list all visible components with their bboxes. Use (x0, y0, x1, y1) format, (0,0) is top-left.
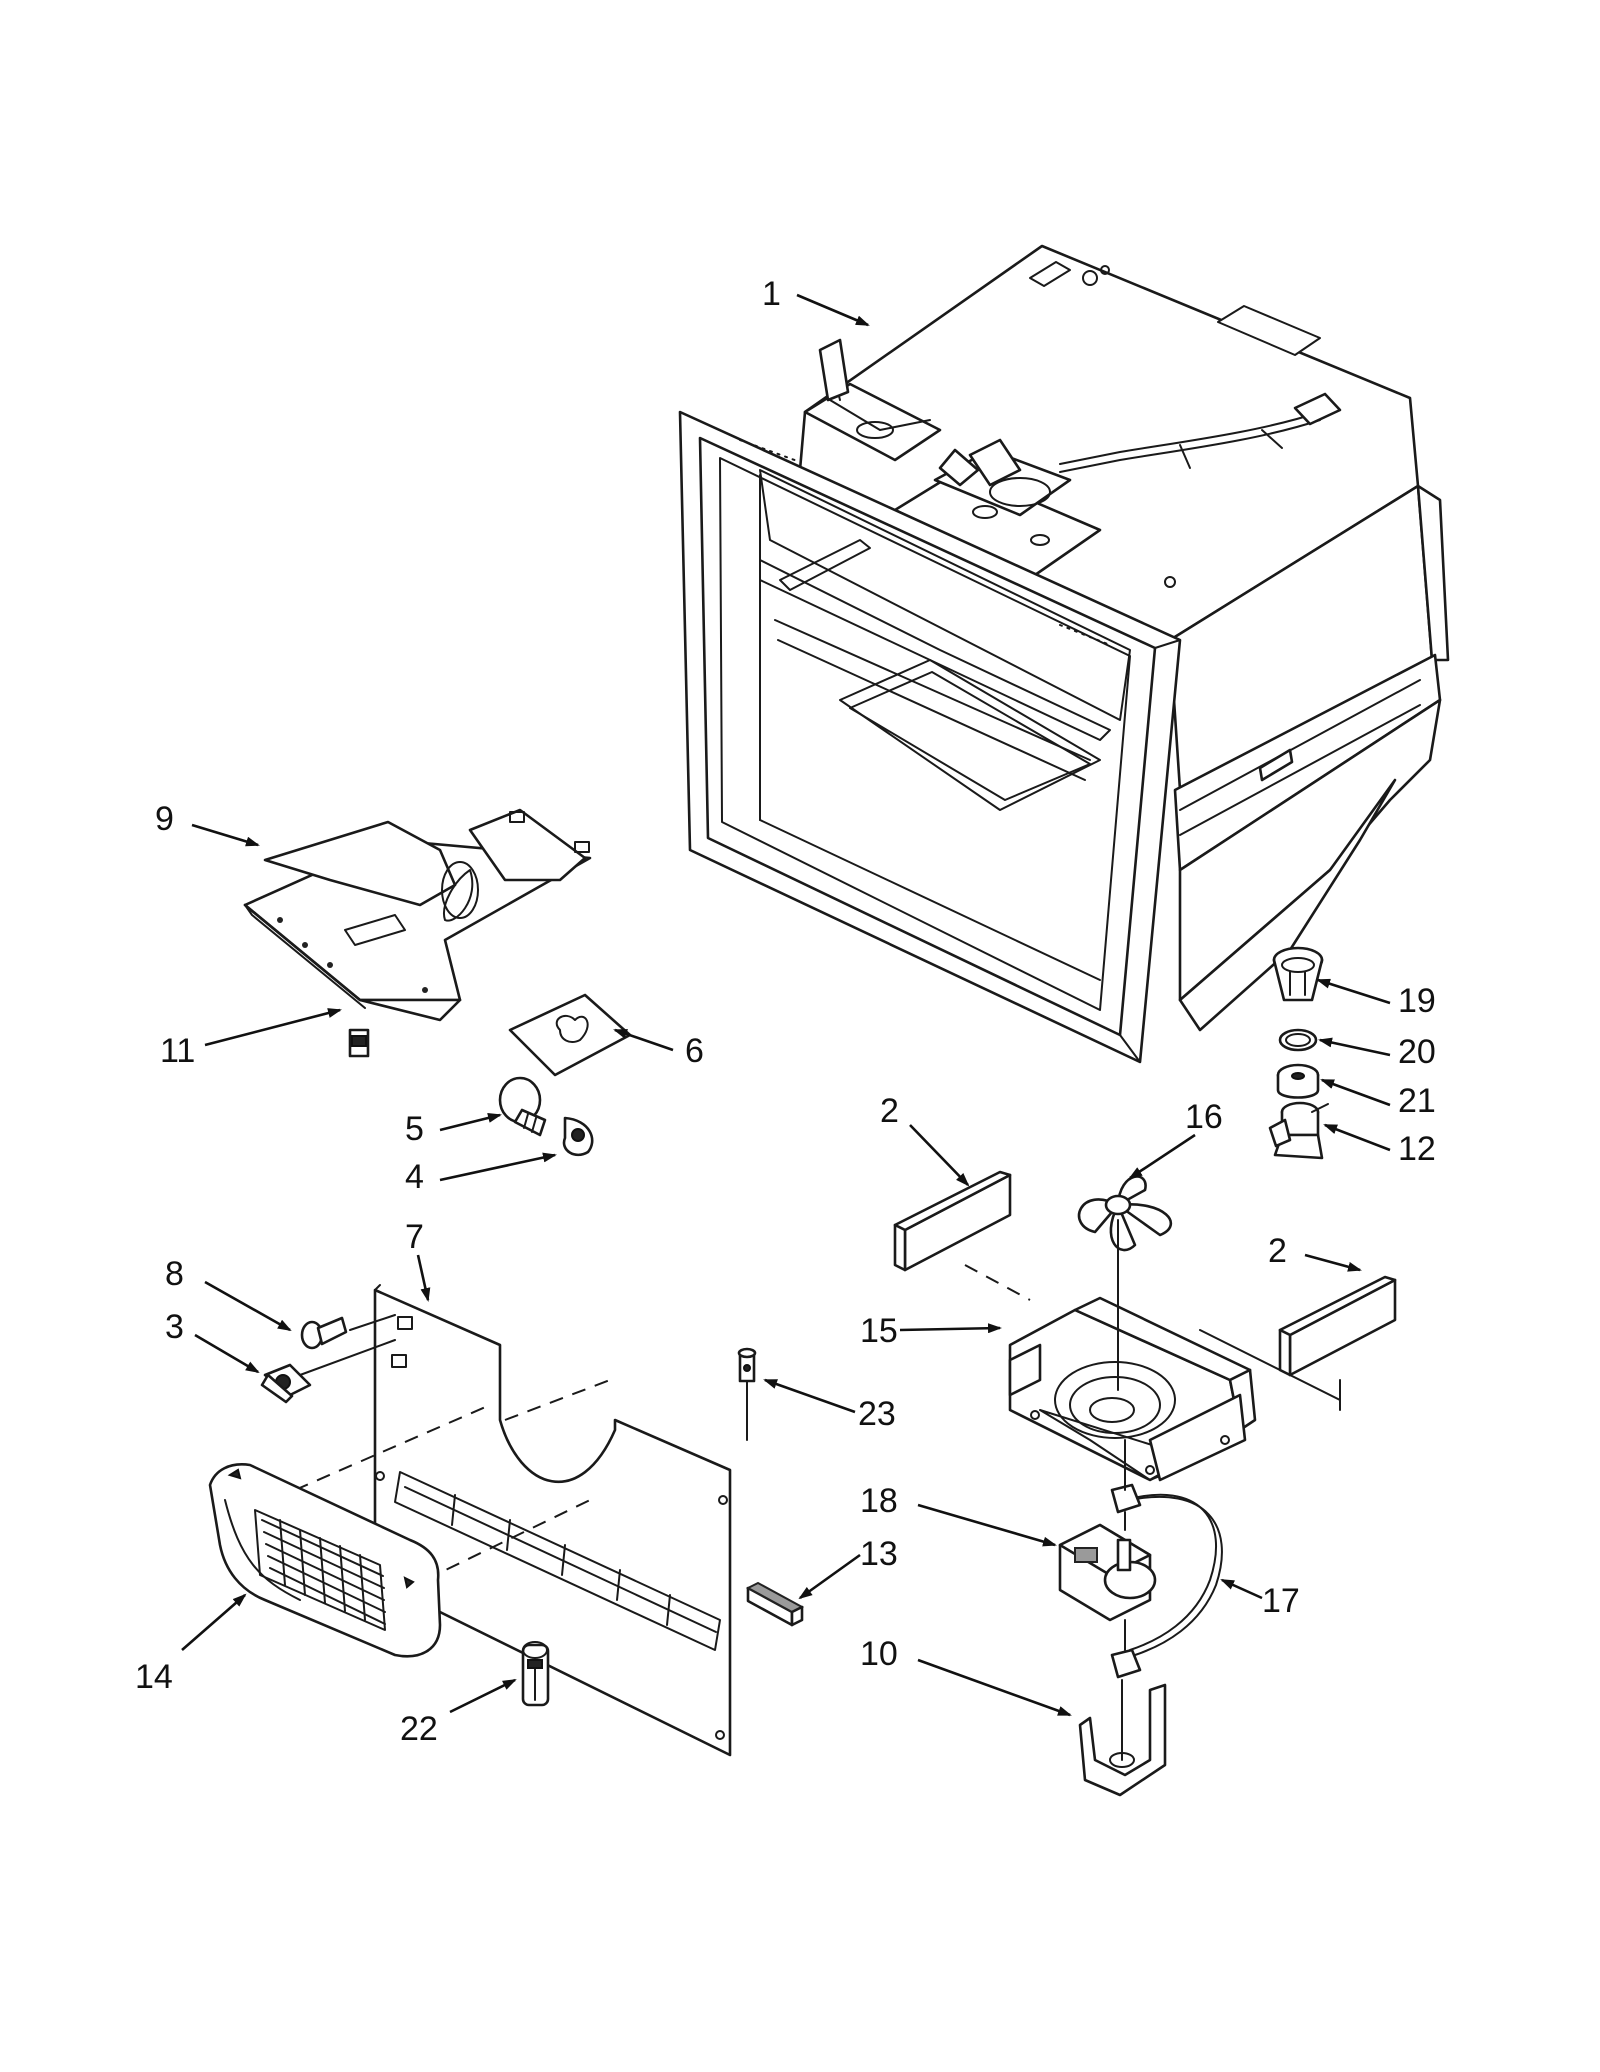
callout-22: 22 (400, 1710, 438, 1748)
part-21-drain-plug (1276, 1063, 1320, 1099)
leader-20 (1318, 1037, 1391, 1057)
part-20-o-ring (1278, 1028, 1318, 1052)
part-4-light-socket (562, 1116, 594, 1157)
part-13-foam-strip (745, 1581, 805, 1627)
part-5-light-bulb (498, 1076, 547, 1137)
callout-16: 16 (1185, 1098, 1223, 1136)
part-2-foam-pad-left (893, 1170, 1012, 1272)
leader-19 (1316, 978, 1391, 1005)
leader-22 (449, 1678, 517, 1714)
callout-12: 12 (1398, 1130, 1436, 1168)
part-8-screw (300, 1316, 348, 1350)
callout-18: 18 (860, 1482, 898, 1520)
assembly-lines-cover (294, 1314, 611, 1581)
callout-15: 15 (860, 1312, 898, 1350)
callout-13: 13 (860, 1535, 898, 1573)
leader-14 (181, 1593, 247, 1651)
leader-3 (194, 1333, 260, 1374)
leader-5 (439, 1113, 502, 1132)
callout-2a: 2 (880, 1092, 899, 1130)
callout-2b: 2 (1268, 1232, 1287, 1270)
leader-6 (613, 1028, 674, 1052)
callout-19: 19 (1398, 982, 1436, 1020)
leader-4 (439, 1152, 557, 1182)
leader-2b (1304, 1253, 1362, 1272)
leader-23 (763, 1378, 856, 1414)
part-23-defrost-sensor (737, 1347, 757, 1441)
part-10-motor-bracket (1078, 1679, 1167, 1797)
vent-grille-mesh (254, 1509, 386, 1631)
callout-21: 21 (1398, 1082, 1436, 1120)
callout-6: 6 (685, 1032, 704, 1070)
part-16-fan-blade (1077, 1175, 1173, 1252)
leader-10 (917, 1658, 1072, 1717)
callout-10: 10 (860, 1635, 898, 1673)
leader-12 (1323, 1123, 1391, 1152)
callout-20: 20 (1398, 1033, 1436, 1071)
callout-8: 8 (165, 1255, 184, 1293)
callout-11: 11 (160, 1032, 195, 1070)
part-19-drain-cup (1272, 946, 1324, 1002)
callout-23: 23 (858, 1395, 896, 1433)
leader-1 (796, 293, 870, 327)
leader-21 (1320, 1078, 1391, 1107)
callout-1: 1 (762, 275, 781, 313)
part-15-fan-shroud (1008, 1296, 1257, 1482)
assembly-lines-fan (964, 1219, 1341, 1491)
part-1-freezer-liner (678, 244, 1450, 1064)
part-14-vent-grille (208, 1463, 442, 1658)
leader-7 (416, 1254, 431, 1302)
callout-4: 4 (405, 1158, 424, 1196)
part-2-foam-pad-right (1278, 1275, 1397, 1377)
part-7-evaporator-cover (373, 1284, 732, 1757)
leader-18 (917, 1503, 1057, 1547)
leader-11 (204, 1008, 342, 1047)
callout-14: 14 (135, 1658, 173, 1696)
callout-labels: 1 2 2 3 4 5 6 7 8 9 10 11 12 13 14 15 16… (135, 275, 1436, 1748)
callout-17: 17 (1262, 1582, 1300, 1620)
part-9-vent-housing (243, 808, 592, 1022)
leader-16 (1128, 1133, 1196, 1180)
callout-9: 9 (155, 800, 174, 838)
callout-7: 7 (405, 1218, 424, 1256)
leader-9 (191, 823, 260, 847)
part-3-mounting-bracket (260, 1363, 312, 1404)
part-18-fan-motor (1058, 1523, 1157, 1622)
callout-3: 3 (165, 1308, 184, 1346)
callout-5: 5 (405, 1110, 424, 1148)
leader-13 (798, 1553, 861, 1600)
leader-lines (181, 293, 1391, 1717)
part-11-switch (348, 1028, 370, 1058)
leader-8 (204, 1280, 292, 1332)
leader-17 (1220, 1578, 1263, 1600)
part-22-sensor-clip (521, 1641, 550, 1707)
evaporator-cover-vents (394, 1471, 721, 1651)
part-12-drain-fitting (1268, 1101, 1329, 1160)
part-6-insulation-tape (508, 993, 632, 1077)
leader-2a (909, 1124, 970, 1187)
leader-15 (899, 1323, 1002, 1334)
